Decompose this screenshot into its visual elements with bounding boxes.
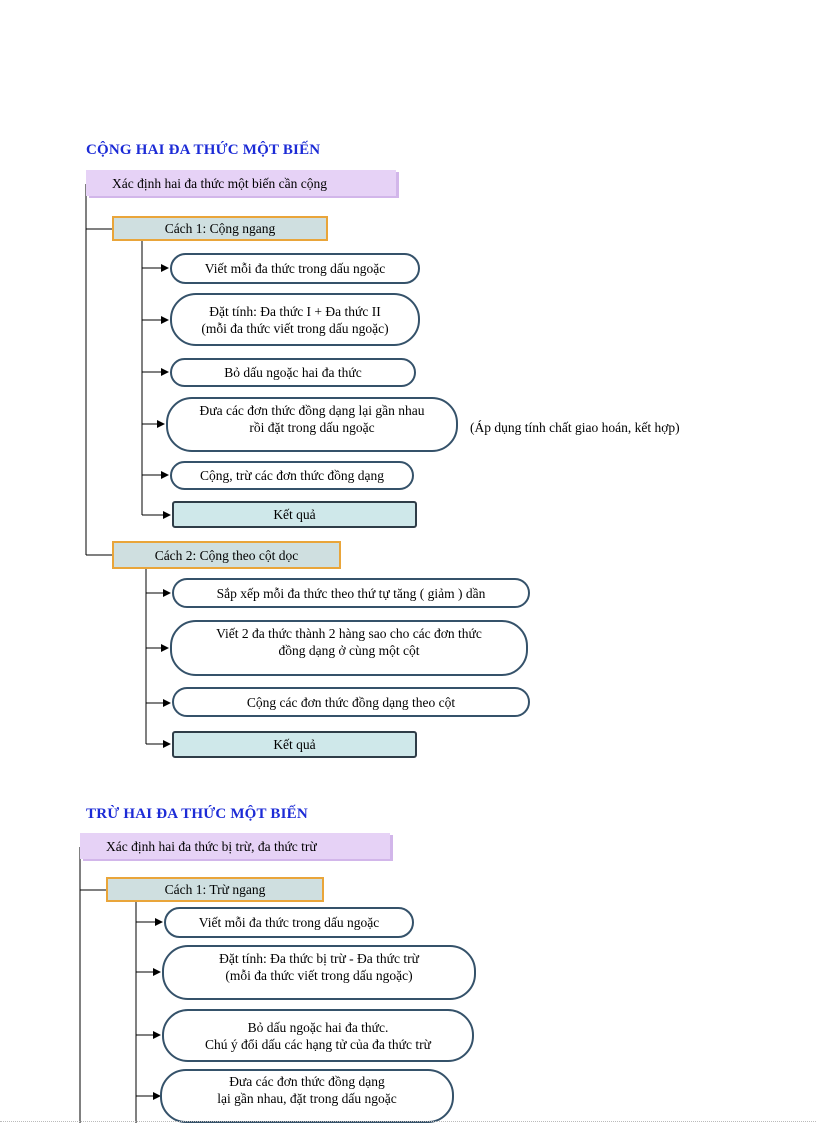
- addition-m1-step4-line2: rồi đặt trong dấu ngoặc: [249, 420, 375, 435]
- addition-m2-step2: Viết 2 đa thức thành 2 hàng sao cho các …: [170, 620, 528, 676]
- addition-m1-step4: Đưa các đơn thức đồng dạng lại gần nhau …: [166, 397, 458, 452]
- subtraction-m1-step2-line2: (mỗi đa thức viết trong dấu ngoặc): [225, 968, 413, 983]
- subtraction-m1-step1: Viết mỗi đa thức trong dấu ngoặc: [164, 907, 414, 938]
- subtraction-m1-step4-line2: lại gần nhau, đặt trong dấu ngoặc: [217, 1091, 397, 1106]
- addition-m2-result: Kết quả: [172, 731, 417, 758]
- addition-m2-step2-line1: Viết 2 đa thức thành 2 hàng sao cho các …: [216, 626, 482, 641]
- addition-m2-step1: Sắp xếp mỗi đa thức theo thứ tự tăng ( g…: [172, 578, 530, 608]
- subtraction-m1-step3: Bỏ dấu ngoặc hai đa thức. Chú ý đổi dấu …: [162, 1009, 474, 1062]
- subtraction-m1-step4: Đưa các đơn thức đồng dạng lại gần nhau,…: [160, 1069, 454, 1123]
- addition-m1-step4-line1: Đưa các đơn thức đồng dạng lại gần nhau: [199, 403, 425, 418]
- addition-method2-box: Cách 2: Cộng theo cột dọc: [112, 541, 341, 569]
- addition-m2-step3: Cộng các đơn thức đồng dạng theo cột: [172, 687, 530, 717]
- addition-start-box: Xác định hai đa thức một biến cần cộng: [86, 170, 396, 196]
- addition-title: CỘNG HAI ĐA THỨC MỘT BIẾN: [86, 142, 321, 158]
- subtraction-method1-box: Cách 1: Trừ ngang: [106, 877, 324, 902]
- addition-m1-step2-line2: (mỗi đa thức viết trong dấu ngoặc): [201, 320, 389, 336]
- subtraction-m1-step3-line2: Chú ý đổi dấu các hạng tử của đa thức tr…: [205, 1036, 431, 1052]
- page-bottom-divider: [0, 1121, 816, 1122]
- addition-m1-step4-note: (Áp dụng tính chất giao hoán, kết hợp): [470, 420, 680, 435]
- addition-m1-step2: Đặt tính: Đa thức I + Đa thức II (mỗi đa…: [170, 293, 420, 346]
- subtraction-m1-step2-line1: Đặt tính: Đa thức bị trừ - Đa thức trừ: [219, 951, 419, 966]
- addition-method1-box: Cách 1: Cộng ngang: [112, 216, 328, 241]
- subtraction-m1-step3-line1: Bỏ dấu ngoặc hai đa thức.: [247, 1019, 389, 1035]
- addition-m1-step5: Cộng, trừ các đơn thức đồng dạng: [170, 461, 414, 490]
- subtraction-m1-step4-line1: Đưa các đơn thức đồng dạng: [229, 1074, 385, 1089]
- addition-m1-step3: Bỏ dấu ngoặc hai đa thức: [170, 358, 416, 387]
- addition-m2-step2-line2: đồng dạng ở cùng một cột: [278, 643, 420, 658]
- subtraction-start-box: Xác định hai đa thức bị trừ, đa thức trừ: [80, 833, 390, 859]
- addition-m1-step2-line1: Đặt tính: Đa thức I + Đa thức II: [209, 303, 381, 319]
- addition-m1-step1: Viết mỗi đa thức trong dấu ngoặc: [170, 253, 420, 284]
- subtraction-title: TRỪ HAI ĐA THỨC MỘT BIẾN: [86, 806, 308, 822]
- addition-m1-result: Kết quả: [172, 501, 417, 528]
- subtraction-m1-step2: Đặt tính: Đa thức bị trừ - Đa thức trừ (…: [162, 945, 476, 1000]
